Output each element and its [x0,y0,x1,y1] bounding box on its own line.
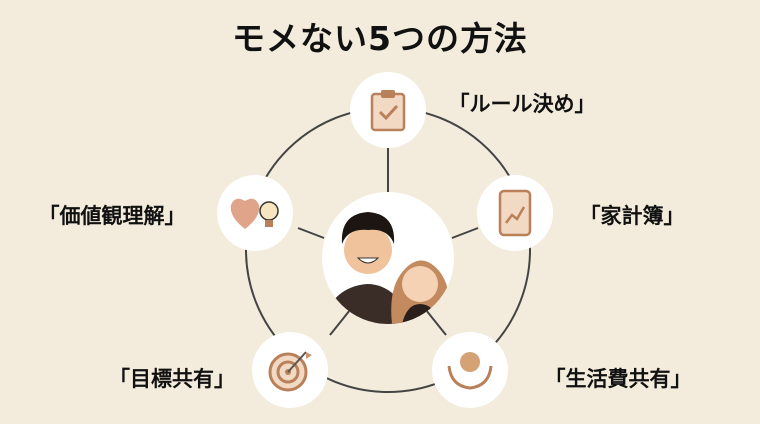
label-shared-living-costs: 「生活費共有」 [544,367,692,391]
hands-coin-icon [432,332,508,408]
label-understanding-values: 「価値観理解」 [38,204,186,228]
label-household-ledger: 「家計簿」 [579,204,685,228]
tablet-chart-icon [477,175,553,251]
target-flag-icon [252,332,328,408]
label-rule-setting: 「ルール決め」 [448,92,596,116]
heart-lightbulb-icon [217,175,293,251]
couple-illustration [322,192,454,324]
clipboard-check-icon [350,72,426,148]
label-shared-goals: 「目標共有」 [109,367,235,391]
page-title: モメない5つの方法 [232,19,528,58]
